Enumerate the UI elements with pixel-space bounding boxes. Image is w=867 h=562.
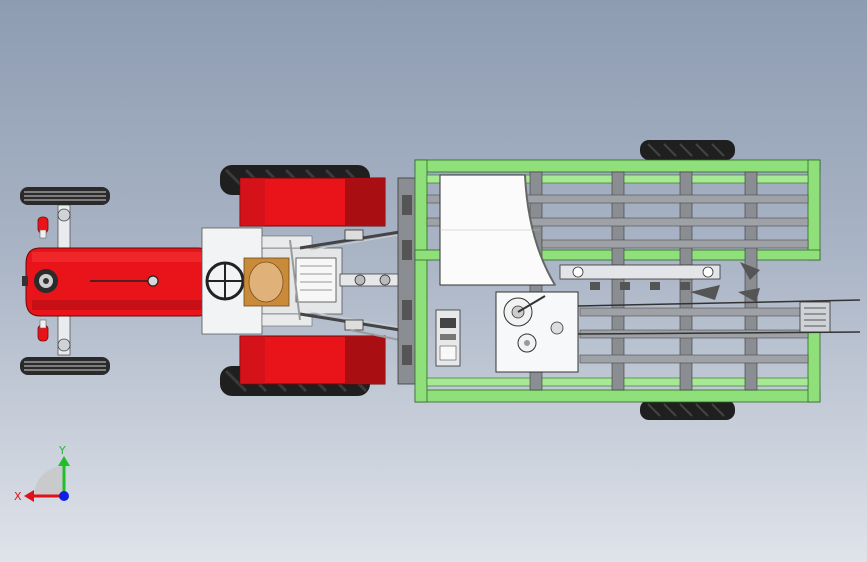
headlight-top bbox=[37, 216, 49, 239]
z-axis-dot bbox=[59, 491, 69, 501]
implement-wheel-bottom bbox=[640, 400, 735, 420]
pto-shaft bbox=[339, 273, 401, 287]
conveyor-belt bbox=[559, 264, 721, 280]
front-wheel-bottom bbox=[20, 357, 110, 375]
implement-wheel-top bbox=[640, 140, 735, 160]
x-axis-label: X bbox=[14, 490, 22, 503]
pulley-drum bbox=[799, 301, 831, 333]
three-point-hitch bbox=[289, 229, 401, 341]
implement-frame bbox=[397, 140, 861, 420]
rear-fender-top bbox=[239, 177, 386, 227]
fuel-cap-icon bbox=[147, 275, 159, 287]
tractor-hood bbox=[22, 247, 211, 317]
front-wheel-top bbox=[20, 187, 110, 205]
coordinate-triad: Y X bbox=[14, 444, 70, 503]
rear-fender-bottom bbox=[239, 335, 386, 385]
y-axis-label: Y bbox=[58, 444, 66, 457]
front-axle bbox=[20, 187, 110, 375]
headlight-bottom bbox=[37, 319, 49, 342]
operator-platform bbox=[201, 227, 343, 335]
